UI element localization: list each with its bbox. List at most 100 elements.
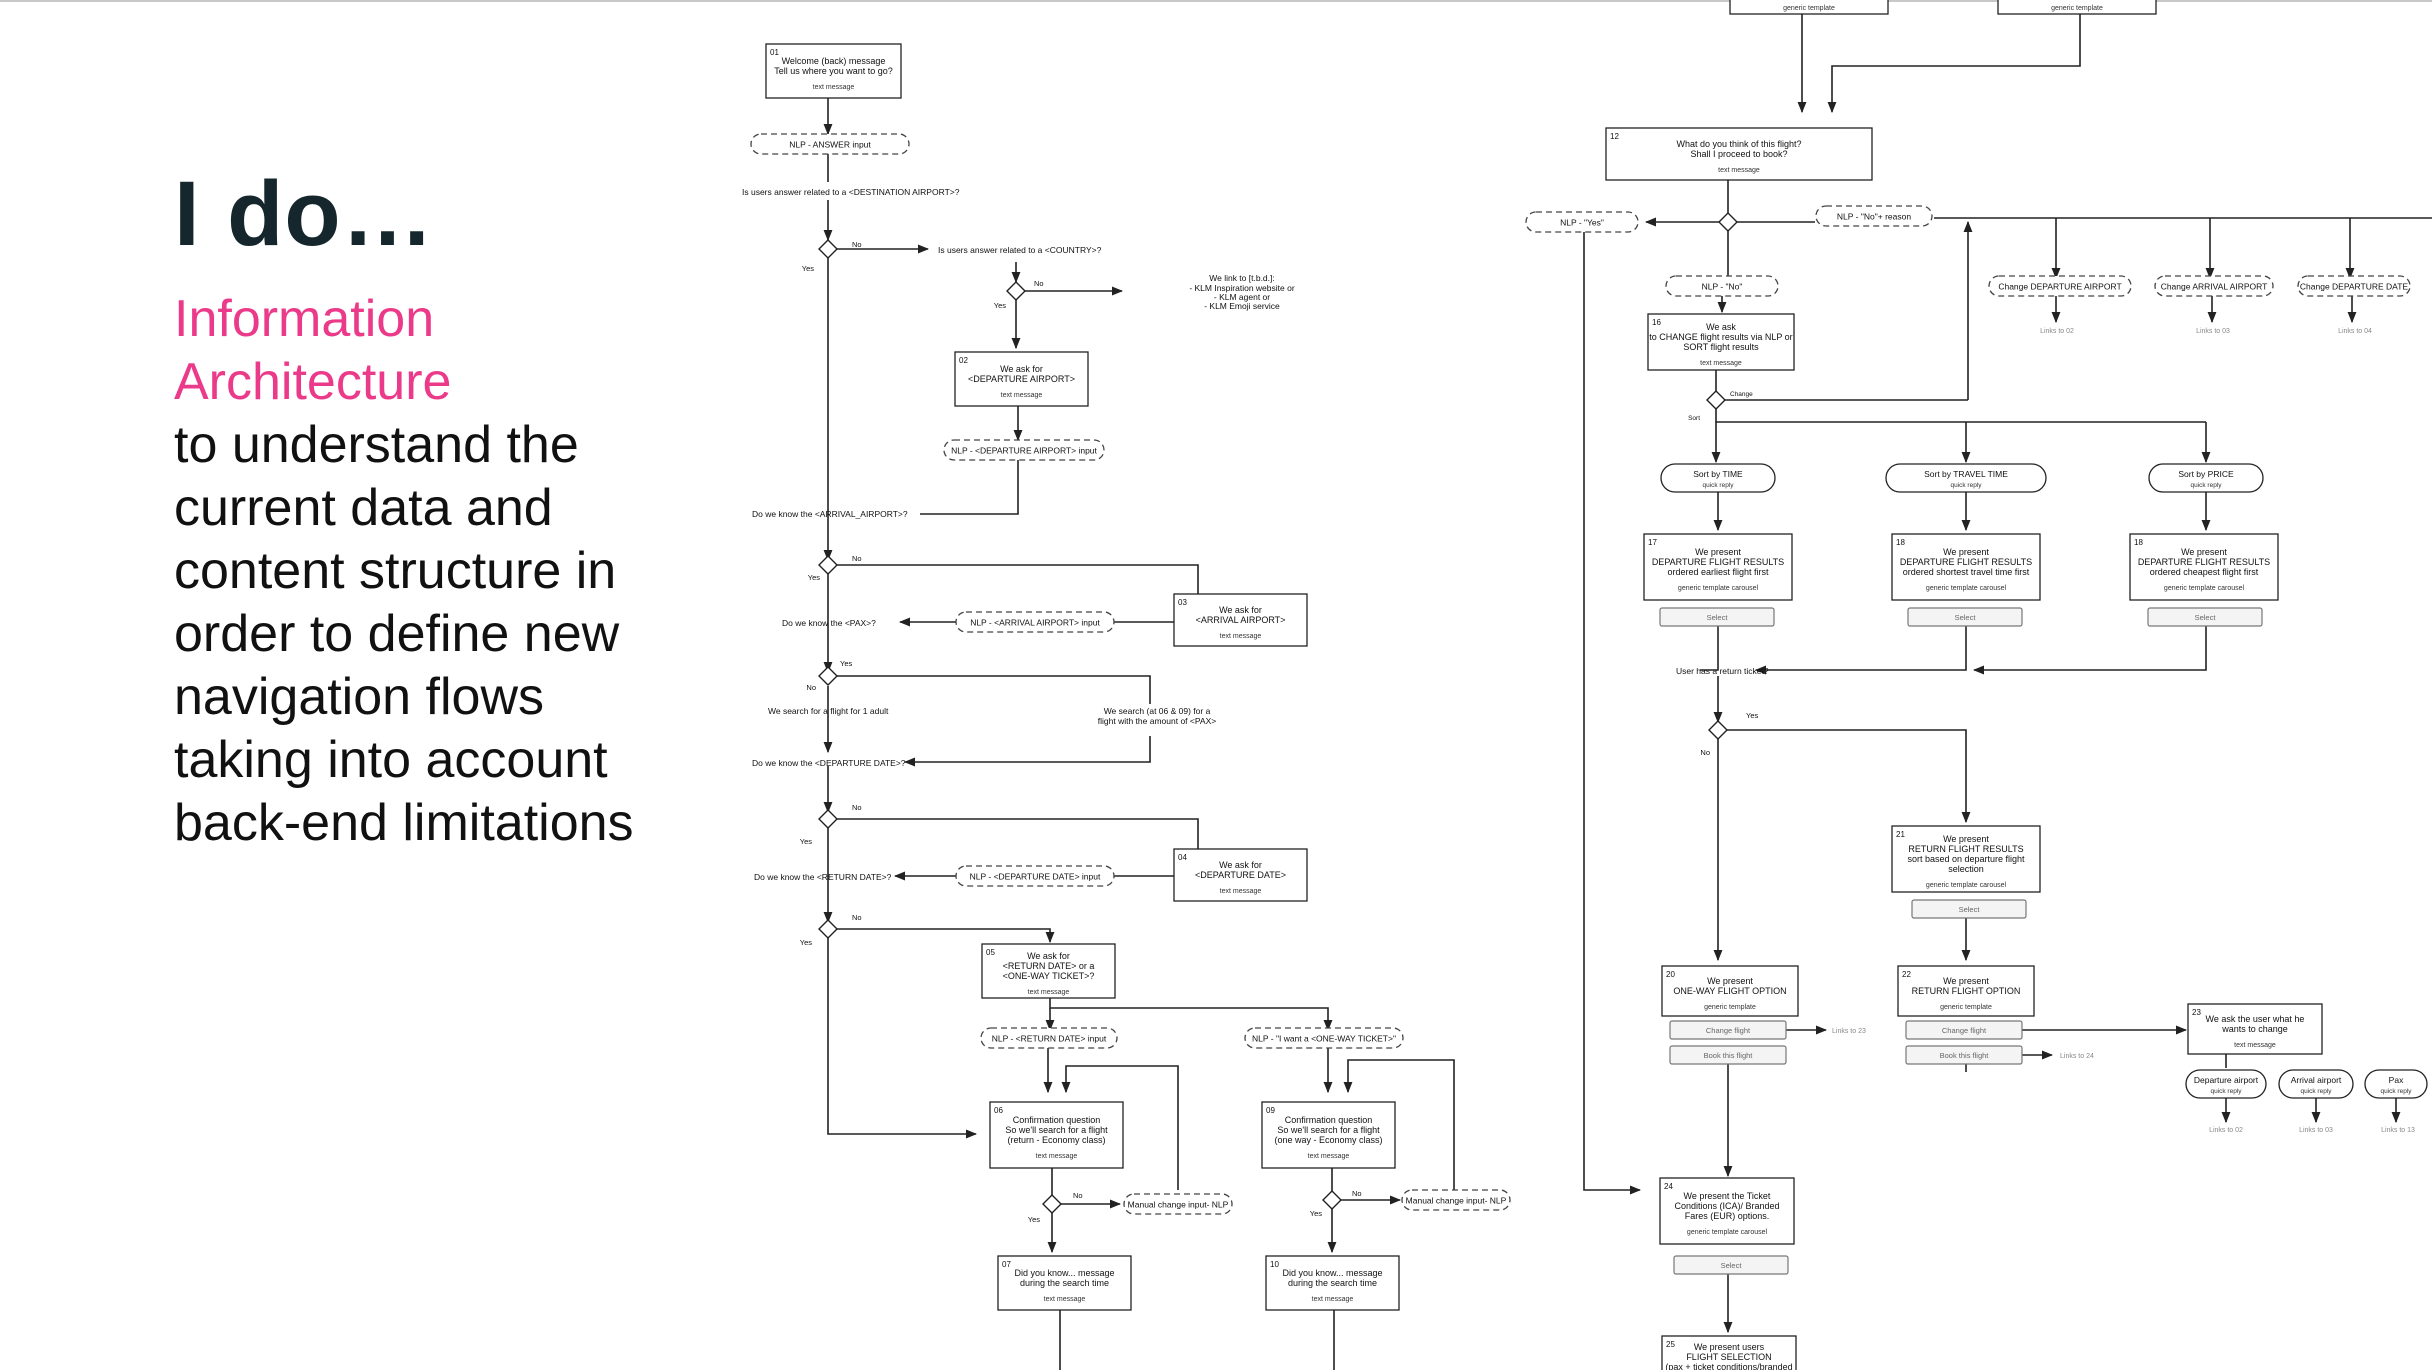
flow-label: flight with the amount of <PAX> — [1098, 716, 1216, 726]
pill-label: Manual change input- NLP — [1128, 1200, 1229, 1210]
box-text-line: ordered earliest flight first — [1667, 567, 1769, 577]
box-type-label: generic template carousel — [1678, 585, 1759, 592]
slide-body: to understand the current data and conte… — [174, 414, 694, 855]
step-number: 07 — [1002, 1260, 1011, 1269]
process-box — [1891, 533, 2041, 601]
box-text-line: We present users — [1694, 1342, 1765, 1352]
box-type-label: text message — [1036, 1153, 1078, 1160]
top-border — [0, 0, 2432, 2]
slide-subtitle: Information Architecture — [174, 288, 694, 414]
process-box — [1605, 127, 1873, 181]
connector-line — [1061, 1065, 1179, 1190]
quick-reply-option — [1885, 463, 2047, 493]
box-text-line: Conditions (ICA)/ Branded — [1674, 1201, 1779, 1211]
process-box — [954, 351, 1089, 407]
step-number: 20 — [1666, 970, 1675, 979]
nlp-input-pill — [1244, 1027, 1404, 1049]
step-number: 18 — [2134, 538, 2143, 547]
pill-label: NLP - <DEPARTURE DATE> input — [970, 872, 1101, 882]
process-box — [1897, 965, 2035, 1017]
quick-reply-label: Pax — [2389, 1075, 2404, 1085]
box-text-line: We present — [1943, 976, 1989, 986]
quick-reply-label: Sort by PRICE — [2178, 469, 2234, 479]
card-button — [1669, 1045, 1787, 1065]
connector-line — [837, 818, 1199, 849]
decision-diamond — [1006, 281, 1026, 301]
flow-label: Links to 24 — [2060, 1053, 2094, 1060]
flow-label: No — [806, 683, 816, 692]
box-text-line: Did you know... message — [1282, 1268, 1382, 1278]
card-button-label: Select — [1955, 613, 1977, 622]
step-number: 12 — [1610, 132, 1619, 141]
box-text-line: (return - Economy class) — [1007, 1135, 1105, 1145]
connector-line — [1754, 626, 1967, 675]
decision-diamond — [1708, 720, 1728, 740]
box-text-line: We ask for — [1000, 364, 1043, 374]
connector-line — [1715, 409, 2206, 423]
pill-label: Change ARRIVAL AIRPORT — [2161, 282, 2268, 292]
box-text-line: DEPARTURE FLIGHT RESULTS — [2138, 557, 2270, 567]
pill-label: NLP - <ARRIVAL AIRPORT> input — [970, 618, 1100, 628]
box-text-line: during the search time — [1288, 1278, 1377, 1288]
body-line: taking into account — [174, 731, 608, 789]
process-box — [1729, 0, 1889, 15]
step-number: 22 — [1902, 970, 1911, 979]
flow-label: Do we know the <PAX>? — [782, 618, 876, 628]
process-box — [981, 943, 1116, 999]
connector-line — [1700, 626, 1719, 671]
pill-label: NLP - "Yes" — [1560, 218, 1604, 228]
pill-label: NLP - <RETURN DATE> input — [992, 1034, 1107, 1044]
subtitle-line: Information — [174, 290, 435, 348]
decision-diamond — [1322, 1190, 1342, 1210]
box-text-line: DEPARTURE FLIGHT RESULTS — [1652, 557, 1784, 567]
quick-reply-label: Sort by TRAVEL TIME — [1924, 469, 2008, 479]
subtitle-line: Architecture — [174, 353, 452, 411]
quick-reply-option — [2185, 1069, 2267, 1099]
card-button — [1673, 1255, 1789, 1275]
box-type-label: generic template carousel — [1926, 882, 2007, 889]
box-text-line: So we'll search for a flight — [1005, 1125, 1108, 1135]
step-number: 17 — [1648, 538, 1657, 547]
box-text-line: Tell us where you want to go? — [774, 66, 893, 76]
quick-reply-label: Arrival airport — [2291, 1075, 2342, 1085]
step-number: 10 — [1270, 1260, 1279, 1269]
quick-reply-type: quick reply — [1950, 482, 1982, 489]
flow-label: No — [1352, 1189, 1362, 1198]
quick-reply-type: quick reply — [1702, 482, 1734, 489]
pill-label: NLP - <DEPARTURE AIRPORT> input — [951, 446, 1097, 456]
process-box — [1997, 0, 2157, 15]
card-button-label: Book this flight — [1940, 1051, 1990, 1060]
flow-label: Links to 04 — [2338, 328, 2372, 335]
flow-label: User has a return ticket? — [1676, 666, 1769, 676]
quick-reply-label: Departure airport — [2194, 1075, 2259, 1085]
pill-label: NLP - ANSWER input — [789, 140, 871, 150]
card-button-label: Change flight — [1706, 1026, 1751, 1035]
flow-label: We search (at 06 & 09) for a — [1104, 706, 1211, 716]
nlp-input-pill — [1665, 275, 1779, 297]
box-text-line: ordered shortest travel time first — [1903, 567, 2030, 577]
flow-label: Yes — [1028, 1215, 1040, 1224]
pill-label: NLP - "I want a <ONE-WAY TICKET>" — [1252, 1034, 1396, 1044]
box-text-line: We present — [1943, 547, 1989, 557]
process-box — [1661, 965, 1799, 1017]
box-text-line: We present — [1695, 547, 1741, 557]
box-text-line: So we'll search for a flight — [1277, 1125, 1380, 1135]
quick-reply-option — [2148, 463, 2264, 493]
box-text-line: <ARRIVAL AIRPORT> — [1196, 615, 1286, 625]
flow-label: No — [852, 913, 862, 922]
box-text-line: We ask — [1706, 322, 1736, 332]
card-button — [1905, 1020, 2023, 1040]
flow-label: No — [852, 803, 862, 812]
step-number: 01 — [770, 48, 779, 57]
process-box — [1265, 1255, 1400, 1311]
card-button — [1659, 607, 1775, 627]
nlp-input-pill — [955, 865, 1115, 887]
flow-label: Do we know the <RETURN DATE>? — [754, 872, 892, 882]
box-text-line: Confirmation question — [1285, 1115, 1373, 1125]
box-text-line: We present — [1707, 976, 1753, 986]
step-number: 23 — [2192, 1008, 2201, 1017]
decision-diamond — [1042, 1194, 1062, 1214]
process-box — [1891, 825, 2041, 893]
process-box — [1659, 1177, 1795, 1245]
process-box — [1173, 848, 1308, 902]
